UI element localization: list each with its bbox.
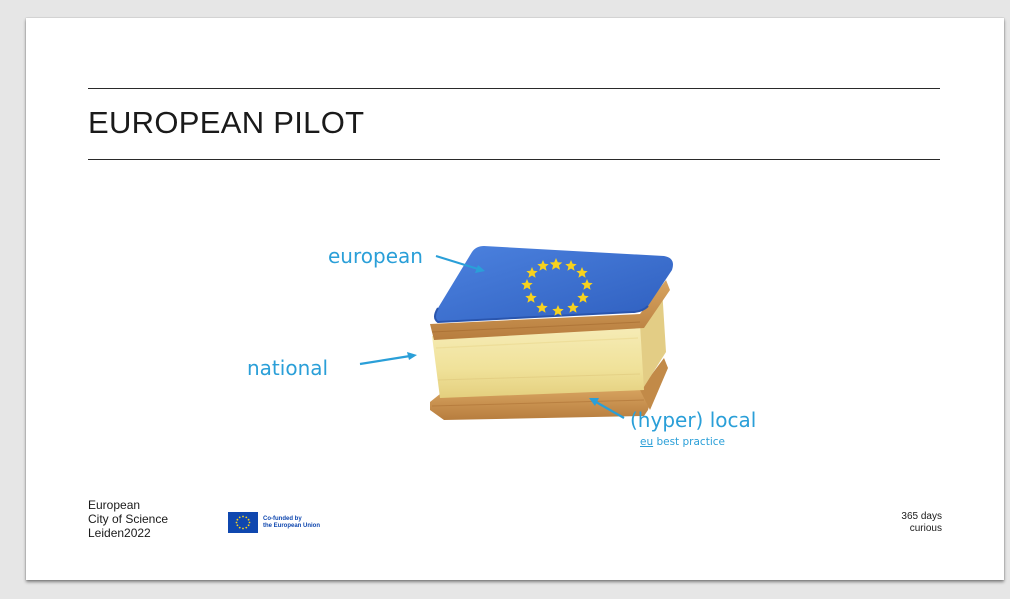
slide: EUROPEAN PILOT: [26, 18, 1004, 580]
eu-cofunded-logo: Co-funded by the European Union: [228, 512, 320, 533]
cream-side-right: [638, 288, 666, 390]
footer-365-days-curious: 365 days curious: [901, 511, 942, 535]
footer-city-of-science: European City of Science Leiden2022: [88, 498, 168, 540]
eu-logo-line1: Co-funded by: [263, 515, 302, 522]
cream-front: [432, 324, 644, 398]
title-rule-bottom: [88, 159, 940, 160]
footer-left-line2: City of Science: [88, 512, 169, 526]
label-national: national: [247, 356, 329, 380]
footer-left-line1: European: [88, 498, 141, 512]
eu-logo-line2: the European Union: [263, 522, 320, 529]
pastry-illustration: [359, 246, 673, 420]
label-hyper-local: (hyper) local: [630, 408, 757, 432]
label-eu-best-practice: eu best practice: [640, 437, 725, 448]
eu-flag-icing: [434, 246, 673, 324]
footer-left-line3: Leiden2022: [88, 526, 151, 540]
label-european: european: [328, 244, 423, 268]
pastry-top-layer: [430, 280, 670, 340]
arrow-national: [359, 354, 411, 366]
title-rule-top: [88, 88, 940, 89]
page-title: EUROPEAN PILOT: [88, 105, 365, 140]
footer-right-line2: curious: [909, 523, 942, 534]
eu-logo-text: Co-funded by the European Union: [263, 516, 320, 530]
eu-stars: [521, 258, 593, 316]
best-practice-text: best practice: [653, 436, 725, 448]
label-arrows: [359, 254, 625, 419]
arrow-local: [595, 401, 625, 419]
eu-link-text: eu: [640, 436, 654, 448]
eu-flag-icon: [228, 512, 258, 533]
footer-right-line1: 365 days: [901, 511, 942, 522]
arrow-european: [435, 254, 479, 271]
